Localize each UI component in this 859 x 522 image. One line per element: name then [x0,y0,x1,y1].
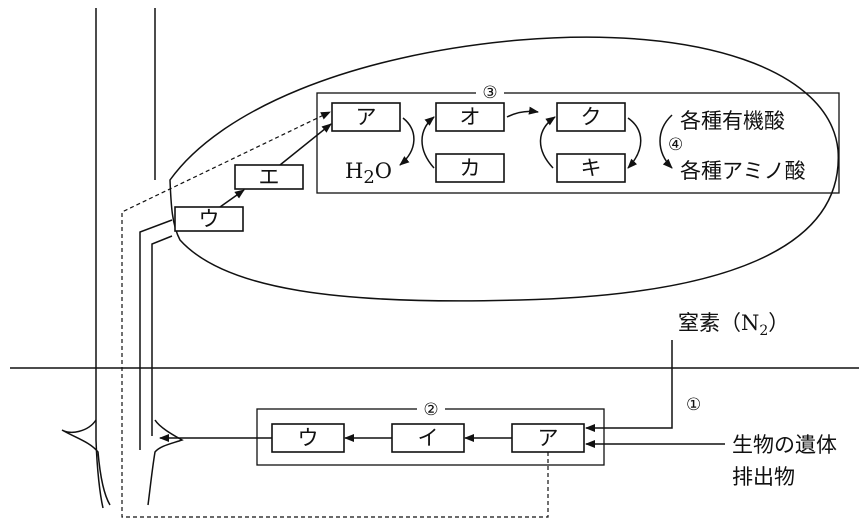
vessel-inner [152,236,172,436]
svg-text:エ: エ [259,165,280,189]
arrow-ki-to-ka [540,117,555,168]
svg-text:ク: ク [581,105,602,129]
box-soil-i: イ [392,424,464,452]
svg-text:ア: ア [356,105,377,129]
arrow-e-to-a [280,124,331,165]
box-soil-u: ウ [272,424,344,452]
box-stem-u: ウ [175,207,243,231]
arrow-nitrogen-to-a [586,340,672,428]
vessel-outer [140,220,172,450]
svg-text:ウ: ウ [199,207,220,231]
arrow-a-to-h2o [400,118,414,165]
svg-text:ア: ア [538,426,559,450]
remains-label: 生物の遺体 [732,433,837,457]
marker-1: ① [686,395,701,415]
arrow-o-to-ku [507,111,538,117]
box-stem-e: エ [235,165,303,189]
svg-text:ウ: ウ [298,426,319,450]
box-leaf-o: オ [436,103,504,131]
marker-3: ③ [482,83,497,103]
box-leaf-ku: ク [557,103,625,131]
marker-2: ② [423,400,438,420]
arrow-u-to-e [220,190,244,207]
h2o-label: H2O [345,159,392,188]
svg-text:オ: オ [460,105,481,129]
svg-text:カ: カ [460,156,481,180]
nitrogen-label: 窒素（N2） [678,311,789,339]
svg-text:イ: イ [418,426,439,450]
organic-acids-label: 各種有機酸 [680,109,785,133]
svg-text:キ: キ [581,156,602,180]
arrow-ka-to-o [422,117,434,168]
excreta-label: 排出物 [732,465,795,489]
marker-4: ④ [668,135,683,155]
stem-outline-left [96,8,103,508]
arrow-ku-to-ki [628,118,641,168]
box-leaf-ka: カ [436,154,504,182]
box-soil-a: ア [512,424,584,452]
box-leaf-a: ア [332,103,400,131]
amino-acids-label: 各種アミノ酸 [680,159,806,183]
box-leaf-ki: キ [557,154,625,182]
